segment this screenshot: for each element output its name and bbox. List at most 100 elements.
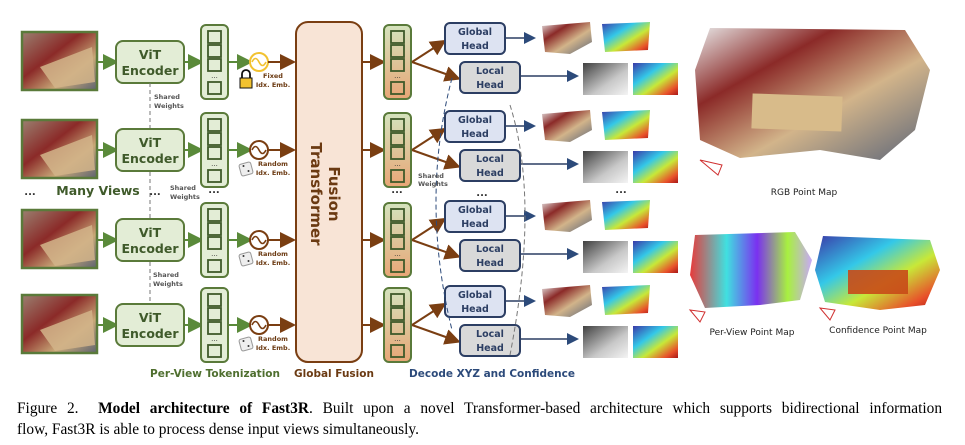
global-head-box xyxy=(444,22,506,55)
index-embedding-label: Idx. Emb. xyxy=(256,169,290,177)
dice-pip xyxy=(242,165,245,167)
confidence-point-map-label: Confidence Point Map xyxy=(829,326,927,336)
token-square xyxy=(390,293,405,307)
vit-encoder-box xyxy=(115,218,185,262)
local-head-label: Local xyxy=(476,329,504,340)
caption-bold-title: Model architecture of Fast3R xyxy=(98,400,309,417)
vit-encoder-label: ViT xyxy=(139,310,162,325)
vit-encoder-label: Encoder xyxy=(121,326,179,341)
section-label-decode: Decode XYZ and Confidence xyxy=(409,368,575,380)
token-square xyxy=(207,146,222,160)
local-depth-thumbnail xyxy=(583,326,628,358)
local-head-box xyxy=(459,324,521,357)
shared-weights-arc xyxy=(509,104,526,356)
fused-token-column xyxy=(383,24,412,100)
token-ellipsis: ... xyxy=(394,72,401,80)
token-ellipsis: ... xyxy=(211,160,218,168)
sine-wave-icon xyxy=(251,235,267,245)
fusion-transformer-label: Fusion xyxy=(325,166,343,221)
global-head-label: Head xyxy=(461,129,489,140)
index-embedding-label: Idx. Emb. xyxy=(256,259,290,267)
global-head-box xyxy=(444,285,506,318)
global-head-label: Global xyxy=(458,27,492,38)
token-square xyxy=(390,118,405,132)
vit-encoder-box xyxy=(115,128,185,172)
per-view-point-map xyxy=(690,232,812,308)
token-square xyxy=(390,344,405,358)
ellipsis-dots: ... xyxy=(615,185,626,196)
dice-icon xyxy=(238,336,254,352)
local-confidence-thumbnail xyxy=(633,151,678,183)
token-square xyxy=(207,81,222,95)
global-head-box xyxy=(444,200,506,233)
rgb-point-map-table xyxy=(751,93,843,132)
vit-encoder-box xyxy=(115,303,185,347)
token-square xyxy=(390,44,405,58)
many-views-label: Many Views xyxy=(56,183,139,198)
shared-weights-arc xyxy=(435,77,453,331)
token-square xyxy=(207,293,222,307)
caption-line-1-rest: . Built upon a novel Transformer-based a… xyxy=(308,400,943,417)
figure-caption: Figure 2. Model architecture of Fast3R. … xyxy=(17,398,942,440)
index-embedding-label: Fixed xyxy=(263,72,283,80)
local-confidence-thumbnail xyxy=(633,63,678,95)
token-square xyxy=(207,118,222,132)
dice-pip xyxy=(247,260,250,262)
index-embedding-label: Idx. Emb. xyxy=(256,81,290,89)
global-head-label: Global xyxy=(458,115,492,126)
local-head-label: Local xyxy=(476,66,504,77)
caption-figure-number: Figure 2. xyxy=(17,400,79,417)
input-view-table xyxy=(40,310,95,351)
camera-frustum-icon xyxy=(818,307,836,321)
shared-weights-label: Weights xyxy=(154,102,184,110)
architecture-diagram: ViTEncoderViTEncoderViTEncoderViTEncoder… xyxy=(20,21,940,380)
local-head-box xyxy=(459,61,521,94)
sine-wave-icon xyxy=(251,145,267,155)
dice-pip xyxy=(247,170,250,172)
token-square xyxy=(390,81,405,95)
token-square xyxy=(390,58,405,72)
global-confidence-thumbnail xyxy=(602,22,650,52)
local-confidence-thumbnail xyxy=(633,241,678,273)
global-head-label: Head xyxy=(461,304,489,315)
global-head-box xyxy=(444,110,506,143)
local-head-box xyxy=(459,149,521,182)
rgb-point-map-label: RGB Point Map xyxy=(771,188,838,198)
token-square xyxy=(207,321,222,335)
ellipsis-dots: ... xyxy=(476,188,487,199)
sine-wave-icon xyxy=(251,320,267,330)
dice-pip xyxy=(242,340,245,342)
ellipsis-dots: ... xyxy=(149,187,160,198)
section-label-fusion: Global Fusion xyxy=(294,368,374,380)
local-head-label: Local xyxy=(476,244,504,255)
vit-encoder-label: Encoder xyxy=(121,241,179,256)
shared-weights-label: Shared xyxy=(154,93,180,101)
token-ellipsis: ... xyxy=(211,250,218,258)
tokens-to-global-head-arrow xyxy=(411,217,447,241)
global-confidence-thumbnail xyxy=(602,110,650,140)
tokens-to-local-head-arrow xyxy=(411,61,461,82)
caption-line-2: flow, Fast3R is able to process dense in… xyxy=(17,421,419,438)
caption-line-1: Figure 2. Model architecture of Fast3R. … xyxy=(17,398,942,419)
global-head-label: Global xyxy=(458,290,492,301)
token-square xyxy=(390,321,405,335)
token-square xyxy=(207,30,222,44)
global-head-label: Head xyxy=(461,41,489,52)
token-square xyxy=(207,208,222,222)
token-square xyxy=(390,307,405,321)
token-square xyxy=(207,132,222,146)
token-square xyxy=(390,222,405,236)
tokens-to-global-head-arrow xyxy=(411,39,447,63)
local-depth-thumbnail xyxy=(583,63,628,95)
vit-encoder-label: ViT xyxy=(139,225,162,240)
token-square xyxy=(390,236,405,250)
tokens-to-local-head-arrow xyxy=(411,239,461,260)
camera-frustum-icon xyxy=(699,159,723,176)
token-square xyxy=(207,44,222,58)
vit-encoder-label: ViT xyxy=(139,47,162,62)
global-confidence-thumbnail xyxy=(602,200,650,230)
index-embedding-label: Random xyxy=(258,160,288,168)
token-square xyxy=(390,132,405,146)
dice-icon xyxy=(238,161,254,177)
token-square xyxy=(207,307,222,321)
